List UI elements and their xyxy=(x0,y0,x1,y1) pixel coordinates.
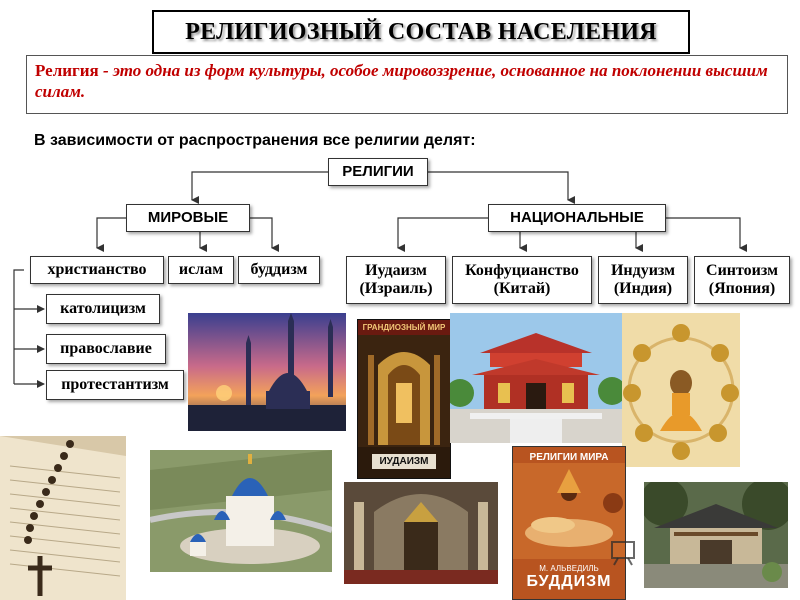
connector-root-world xyxy=(191,171,328,204)
node-hinduism: Индуизм (Индия) xyxy=(598,256,688,304)
cathedral-interior-photo xyxy=(344,482,498,584)
judaism-book-cover: ГРАНДИОЗНЫЙ МИР ИУДАИЗМ xyxy=(357,319,451,479)
node-shinto: Синтоизм (Япония) xyxy=(694,256,790,304)
node-world-label: МИРОВЫЕ xyxy=(147,209,229,226)
shinto-shrine-photo xyxy=(644,482,788,588)
node-shinto-name: Синтоизм xyxy=(706,262,778,279)
mosque-photo xyxy=(188,313,346,431)
hinduism-symbols-image xyxy=(622,313,740,467)
node-catholicism-label: католицизм xyxy=(60,300,146,317)
node-confucianism-country: (Китай) xyxy=(493,280,551,297)
rosary-bible-photo xyxy=(0,436,126,600)
buddhism-book-series: РЕЛИГИИ МИРА xyxy=(529,452,609,463)
connector-national-shinto xyxy=(666,217,747,252)
node-christianity: христианство xyxy=(30,256,164,284)
node-orthodoxy: православие xyxy=(46,334,166,364)
node-shinto-country: (Япония) xyxy=(708,280,776,297)
node-christianity-label: христианство xyxy=(47,261,147,278)
confucian-temple-photo xyxy=(450,313,622,443)
orthodox-church-photo xyxy=(150,450,332,572)
node-world-religions: МИРОВЫЕ xyxy=(126,204,250,232)
classification-subtitle: В зависимости от распространения все рел… xyxy=(34,132,476,149)
node-hinduism-country: (Индия) xyxy=(613,280,673,297)
node-islam: ислам xyxy=(168,256,234,284)
node-religions: РЕЛИГИИ xyxy=(328,158,428,186)
presentation-icon xyxy=(610,540,638,566)
connector-root-national xyxy=(428,171,575,204)
node-national-label: НАЦИОНАЛЬНЫЕ xyxy=(510,209,644,226)
node-buddhism: буддизм xyxy=(238,256,320,284)
judaism-book-series: ГРАНДИОЗНЫЙ МИР xyxy=(358,320,450,335)
definition-box: Религия - это одна из форм культуры, осо… xyxy=(26,55,788,114)
node-hinduism-name: Индуизм xyxy=(610,262,676,279)
node-buddhism-label: буддизм xyxy=(250,261,308,278)
node-judaism-country: (Израиль) xyxy=(359,280,433,297)
definition-text: - это одна из форм культуры, особое миро… xyxy=(35,61,768,101)
node-protestantism: протестантизм xyxy=(46,370,184,400)
buddhism-book-illustration xyxy=(513,463,625,559)
connector-national-judaism xyxy=(397,217,488,252)
buddhism-book-author: М. АЛЬВЕДИЛЬ xyxy=(539,564,599,573)
node-judaism-name: Иудаизм xyxy=(365,262,427,279)
node-religions-label: РЕЛИГИИ xyxy=(342,163,414,180)
connector-christianity-branches xyxy=(13,269,24,384)
judaism-book-illustration xyxy=(358,335,450,447)
node-catholicism: католицизм xyxy=(46,294,160,324)
node-protestantism-label: протестантизм xyxy=(61,376,169,393)
node-orthodoxy-label: православие xyxy=(60,340,152,357)
judaism-book-title: ИУДАИЗМ xyxy=(372,454,436,469)
definition-term: Религия xyxy=(35,61,99,80)
connector-world-buddhism xyxy=(250,217,279,252)
buddhism-book-cover: РЕЛИГИИ МИРА М. АЛЬВЕДИЛЬ БУДДИЗМ xyxy=(512,446,626,600)
page-title: РЕЛИГИОЗНЫЙ СОСТАВ НАСЕЛЕНИЯ xyxy=(152,10,690,54)
node-confucianism: Конфуцианство (Китай) xyxy=(452,256,592,304)
node-national-religions: НАЦИОНАЛЬНЫЕ xyxy=(488,204,666,232)
node-confucianism-name: Конфуцианство xyxy=(465,262,579,279)
connector-world-christianity xyxy=(96,217,126,252)
node-judaism: Иудаизм (Израиль) xyxy=(346,256,446,304)
buddhism-book-title: БУДДИЗМ xyxy=(526,573,612,590)
node-islam-label: ислам xyxy=(178,261,224,278)
page-title-text: РЕЛИГИОЗНЫЙ СОСТАВ НАСЕЛЕНИЯ xyxy=(185,18,657,45)
